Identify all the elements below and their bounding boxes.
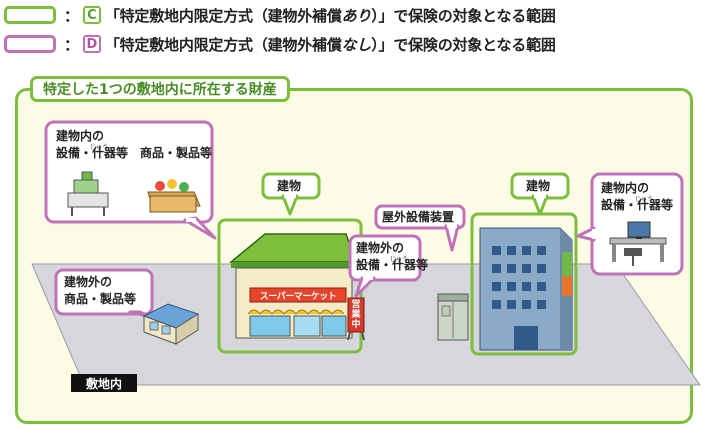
legend-letter-c: C — [82, 6, 101, 24]
callout-text-building-left: 建物 — [277, 179, 302, 193]
callout-text-inside-left: 建物内の 設備・什器等 商品・製品等 — [56, 129, 213, 160]
legend-colon: ： — [64, 6, 79, 25]
callout-text-inside-right: 建物内の 設備・什器等 — [601, 181, 674, 212]
office-building — [479, 227, 573, 351]
legend-text-d: 「特定敷地内限定方式（建物外補償なし）」で保険の対象となる範囲 — [104, 35, 556, 54]
open-sign-text: 営業中 — [351, 300, 361, 330]
callout-text-outside-goods: 建物外の 商品・製品等 — [64, 275, 137, 306]
callout-text-outdoor-unit: 屋外設備装置 — [382, 210, 455, 224]
legend-row-d: ： D 「特定敷地内限定方式（建物外補償なし）」で保険の対象となる範囲 — [4, 31, 556, 57]
legend-letter-d: D — [82, 35, 101, 53]
register-icon — [67, 171, 109, 216]
furigana-juu: じゅう — [90, 144, 109, 151]
callout-box-outside-equipment — [348, 234, 422, 282]
open-standing-sign — [347, 297, 365, 341]
supermarket-sign: スーパーマーケット — [259, 291, 337, 302]
furigana-juu: じゅう — [390, 256, 409, 263]
legend-pink-swatch — [4, 35, 56, 53]
office-desk-computer-icon — [609, 221, 667, 266]
legend-row-c: ： C 「特定敷地内限定方式（建物外補償あり）」で保険の対象となる範囲 — [4, 2, 556, 28]
premises-ground-label: 敷地内 — [71, 374, 137, 392]
outside-storage-building — [142, 303, 200, 345]
building-frame-right — [470, 212, 578, 356]
callout-text-building-right: 建物 — [526, 179, 551, 193]
premises-frame-title: 特定した1つの敷地内に所在する財産 — [30, 76, 290, 102]
legend-text-c: 「特定敷地内限定方式（建物外補償あり）」で保険の対象となる範囲 — [104, 6, 556, 25]
callout-box-outdoor-unit — [374, 204, 466, 230]
furigana-juu: じゅう — [635, 196, 654, 203]
legend-green-swatch — [4, 6, 56, 24]
outdoor-equipment-unit — [437, 293, 469, 341]
callout-box-outside-goods — [54, 268, 154, 316]
legend-colon: ： — [64, 35, 79, 54]
callout-text-outside-equipment: 建物外の 設備・什器等 — [356, 241, 429, 272]
supermarket-building — [228, 233, 358, 339]
goods-box-icon — [147, 179, 201, 213]
